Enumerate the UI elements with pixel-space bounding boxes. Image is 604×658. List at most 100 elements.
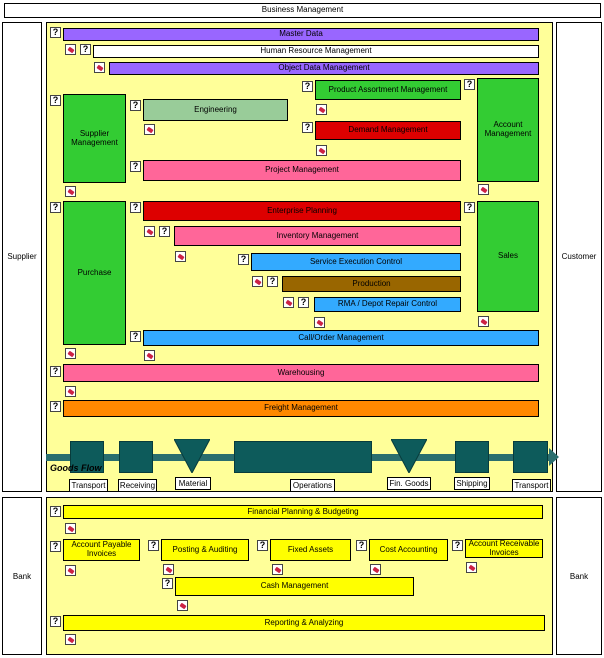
enterprise-planning-box[interactable]: Enterprise Planning — [143, 201, 461, 221]
edit-icon[interactable] — [478, 316, 489, 327]
edit-icon[interactable] — [65, 44, 76, 55]
bank-panel-right: Bank — [556, 497, 602, 655]
edit-icon[interactable] — [65, 523, 76, 534]
edit-icon[interactable] — [316, 104, 327, 115]
demand-management-box[interactable]: Demand Management — [315, 121, 461, 140]
help-icon[interactable]: ? — [130, 331, 141, 342]
inventory-management-box[interactable]: Inventory Management — [174, 226, 461, 246]
rma-depot-box[interactable]: RMA / Depot Repair Control — [314, 297, 461, 312]
help-icon[interactable]: ? — [452, 540, 463, 551]
edit-icon[interactable] — [272, 564, 283, 575]
gf-label-material: Material — [175, 477, 211, 490]
project-management-box[interactable]: Project Management — [143, 160, 461, 181]
edit-icon[interactable] — [252, 276, 263, 287]
account-receivable-box[interactable]: Account Receivable Invoices — [465, 539, 543, 558]
help-icon[interactable]: ? — [50, 401, 61, 412]
goods-flow-fin-goods-icon — [391, 439, 427, 473]
edit-icon[interactable] — [283, 297, 294, 308]
edit-icon[interactable] — [466, 562, 477, 573]
help-icon[interactable]: ? — [238, 254, 249, 265]
edit-icon[interactable] — [163, 564, 174, 575]
gf-label-fin-goods: Fin. Goods — [387, 477, 431, 490]
edit-icon[interactable] — [65, 565, 76, 576]
gf-label-transport-in: Transport — [69, 479, 108, 492]
help-icon[interactable]: ? — [159, 226, 170, 237]
help-icon[interactable]: ? — [298, 297, 309, 308]
bank-panel-left: Bank — [2, 497, 42, 655]
cost-accounting-box[interactable]: Cost Accounting — [369, 539, 448, 561]
goods-flow-operations — [234, 441, 372, 473]
goods-flow-receiving — [119, 441, 153, 473]
help-icon[interactable]: ? — [50, 95, 61, 106]
edit-icon[interactable] — [65, 386, 76, 397]
edit-icon[interactable] — [316, 145, 327, 156]
warehousing-box[interactable]: Warehousing — [63, 364, 539, 382]
account-management-box[interactable]: Account Management — [477, 78, 539, 182]
help-icon[interactable]: ? — [464, 79, 475, 90]
help-icon[interactable]: ? — [162, 578, 173, 589]
fixed-assets-box[interactable]: Fixed Assets — [270, 539, 351, 561]
gf-label-receiving: Receiving — [118, 479, 157, 492]
supplier-management-box[interactable]: Supplier Management — [63, 94, 126, 183]
customer-label: Customer — [561, 252, 597, 261]
goods-flow-shipping — [455, 441, 489, 473]
edit-icon[interactable] — [94, 62, 105, 73]
edit-icon[interactable] — [175, 251, 186, 262]
hr-management-box[interactable]: Human Resource Management — [93, 45, 539, 58]
purchase-box[interactable]: Purchase — [63, 201, 126, 345]
supplier-label: Supplier — [7, 252, 37, 261]
edit-icon[interactable] — [144, 124, 155, 135]
help-icon[interactable]: ? — [50, 366, 61, 377]
freight-management-box[interactable]: Freight Management — [63, 400, 539, 417]
goods-flow-transport-in — [70, 441, 104, 473]
edit-icon[interactable] — [144, 350, 155, 361]
gf-label-shipping: Shipping — [454, 477, 490, 490]
goods-flow-arrow-icon — [549, 448, 559, 466]
edit-icon[interactable] — [144, 226, 155, 237]
help-icon[interactable]: ? — [50, 202, 61, 213]
reporting-analyzing-box[interactable]: Reporting & Analyzing — [63, 615, 545, 631]
gf-label-operations: Operations — [290, 479, 335, 492]
help-icon[interactable]: ? — [130, 161, 141, 172]
edit-icon[interactable] — [65, 634, 76, 645]
edit-icon[interactable] — [370, 564, 381, 575]
help-icon[interactable]: ? — [257, 540, 268, 551]
help-icon[interactable]: ? — [50, 616, 61, 627]
posting-auditing-box[interactable]: Posting & Auditing — [161, 539, 249, 561]
help-icon[interactable]: ? — [356, 540, 367, 551]
help-icon[interactable]: ? — [302, 122, 313, 133]
help-icon[interactable]: ? — [80, 44, 91, 55]
sales-box[interactable]: Sales — [477, 201, 539, 312]
edit-icon[interactable] — [478, 184, 489, 195]
account-payable-box[interactable]: Account Payable Invoices — [63, 539, 140, 561]
help-icon[interactable]: ? — [130, 100, 141, 111]
help-icon[interactable]: ? — [302, 81, 313, 92]
help-icon[interactable]: ? — [148, 540, 159, 551]
help-icon[interactable]: ? — [50, 541, 61, 552]
page-title: Business Management — [4, 3, 601, 18]
edit-icon[interactable] — [65, 186, 76, 197]
master-data-box[interactable]: Master Data — [63, 28, 539, 41]
goods-flow-material-icon — [174, 439, 210, 473]
object-data-box[interactable]: Object Data Management — [109, 62, 539, 75]
help-icon[interactable]: ? — [130, 202, 141, 213]
edit-icon[interactable] — [177, 600, 188, 611]
supplier-panel: Supplier — [2, 22, 42, 492]
help-icon[interactable]: ? — [267, 276, 278, 287]
finance-canvas — [46, 497, 553, 655]
customer-panel: Customer — [556, 22, 602, 492]
edit-icon[interactable] — [65, 348, 76, 359]
gf-label-transport-out: Transport — [512, 479, 551, 492]
production-box[interactable]: Production — [282, 276, 461, 292]
call-order-box[interactable]: Call/Order Management — [143, 330, 539, 346]
help-icon[interactable]: ? — [50, 506, 61, 517]
product-assortment-box[interactable]: Product Assortment Management — [315, 80, 461, 100]
edit-icon[interactable] — [314, 317, 325, 328]
service-execution-box[interactable]: Service Execution Control — [251, 253, 461, 271]
financial-planning-box[interactable]: Financial Planning & Budgeting — [63, 505, 543, 519]
engineering-box[interactable]: Engineering — [143, 99, 288, 121]
cash-management-box[interactable]: Cash Management — [175, 577, 414, 596]
help-icon[interactable]: ? — [464, 202, 475, 213]
bank-label-left: Bank — [12, 572, 32, 581]
help-icon[interactable]: ? — [50, 27, 61, 38]
